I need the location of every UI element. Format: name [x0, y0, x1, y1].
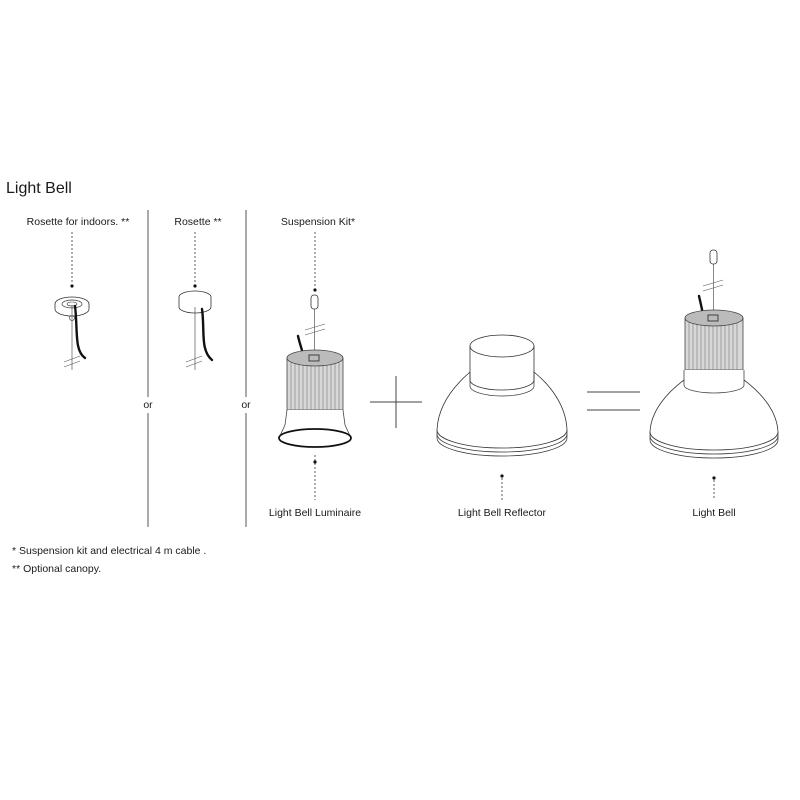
label-rosette-indoors: Rosette for indoors. ** — [26, 216, 130, 228]
label-rosette: Rosette ** — [174, 216, 222, 228]
or-separator-1: or — [143, 397, 153, 413]
rosette-illustration — [178, 232, 214, 370]
rosette-indoors-illustration — [54, 232, 90, 370]
label-suspension-kit: Suspension Kit* — [280, 216, 356, 228]
plus-operator — [370, 376, 422, 428]
label-reflector: Light Bell Reflector — [457, 507, 547, 519]
equals-operator — [587, 391, 640, 411]
luminaire-illustration — [278, 232, 352, 500]
footnote-suspension: * Suspension kit and electrical 4 m cabl… — [12, 545, 207, 557]
label-light-bell: Light Bell — [692, 507, 736, 519]
reflector-illustration — [436, 334, 568, 500]
label-luminaire: Light Bell Luminaire — [268, 507, 362, 519]
light-bell-illustration — [649, 249, 779, 500]
or-separator-2: or — [241, 397, 251, 413]
diagram-title: Light Bell — [6, 180, 72, 197]
footnote-canopy: ** Optional canopy. — [12, 563, 102, 575]
